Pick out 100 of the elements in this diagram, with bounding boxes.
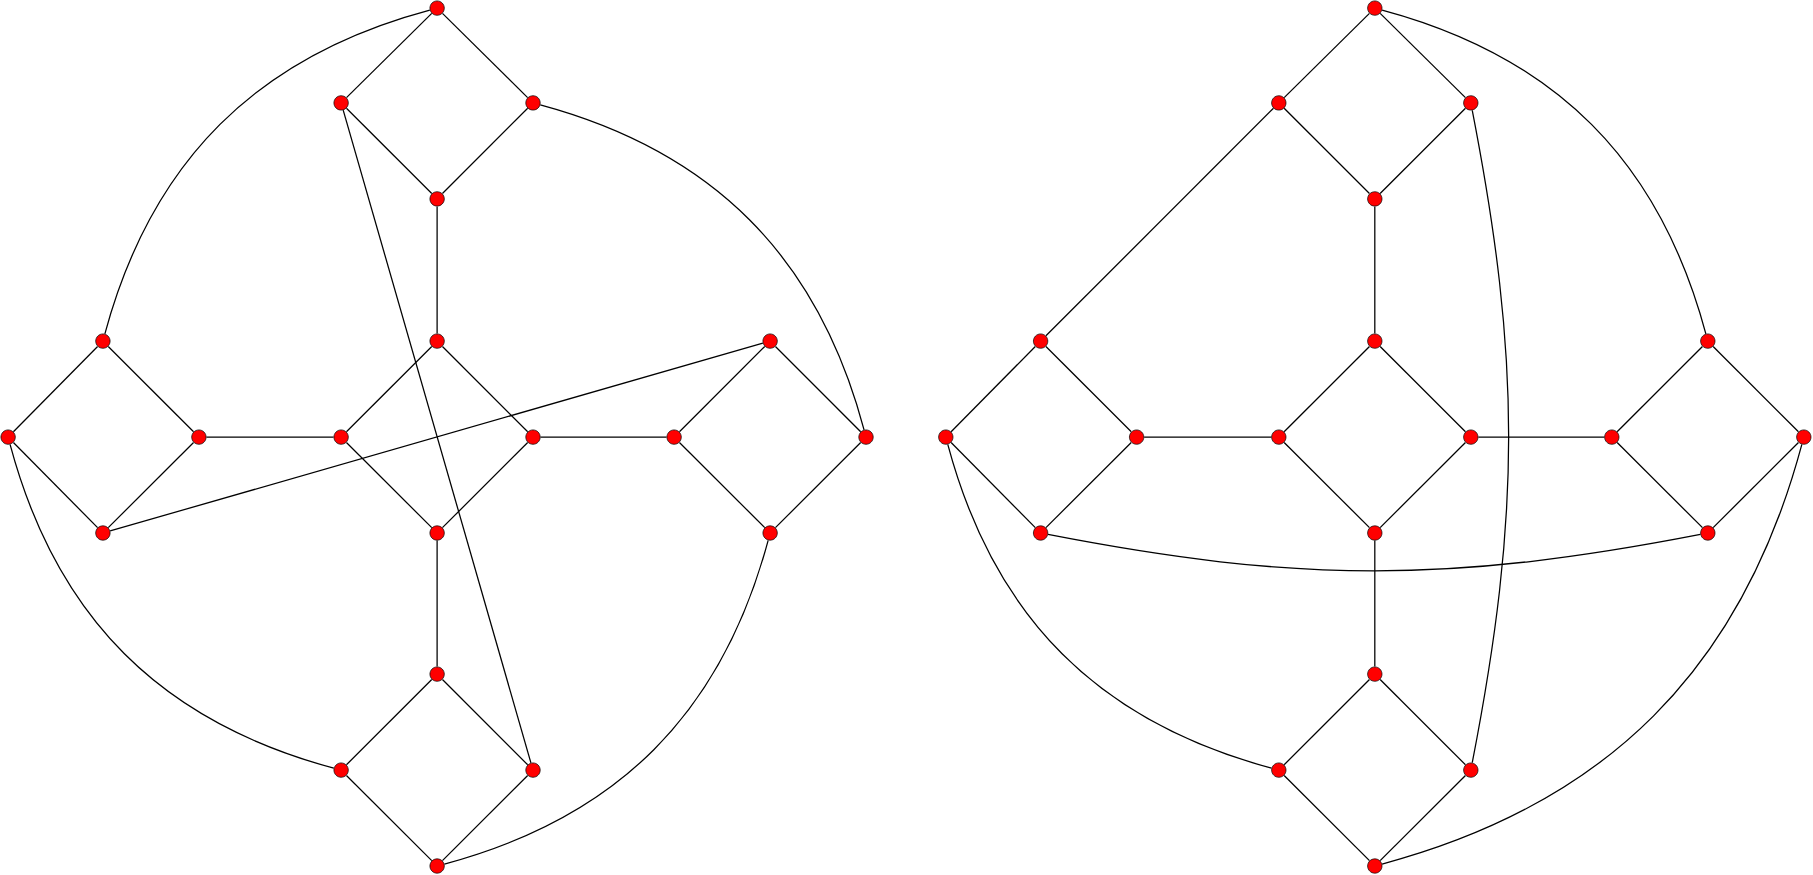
- vertex-dot: [1463, 95, 1479, 111]
- edge-line: [1379, 12, 1467, 99]
- edge-line: [109, 342, 764, 532]
- edge-line: [1374, 205, 1376, 335]
- edge-line: [1045, 345, 1132, 433]
- vertex-dot: [1033, 333, 1049, 349]
- vertex-dot: [1367, 191, 1383, 207]
- edge-line: [107, 345, 195, 433]
- edge-line: [678, 345, 766, 433]
- edge-line: [441, 678, 529, 766]
- edge-line: [950, 441, 1036, 529]
- vertex-dot: [525, 429, 541, 445]
- edge-line: [1379, 441, 1467, 529]
- vertex-dot: [1271, 95, 1287, 111]
- vertex-dot: [1604, 429, 1620, 445]
- vertex-dot: [525, 95, 541, 111]
- vertex-dot: [333, 429, 349, 445]
- edge-line: [345, 774, 433, 862]
- vertex-dot: [1700, 333, 1716, 349]
- edge-line: [1283, 678, 1371, 766]
- edge-line: [1379, 678, 1467, 766]
- edge-line: [1283, 345, 1371, 433]
- edge-line: [441, 441, 529, 529]
- vertex-dot: [333, 762, 349, 778]
- edge-line: [345, 441, 433, 529]
- vertex-dot: [429, 858, 445, 874]
- edge-line: [950, 345, 1036, 433]
- vertex-dot: [762, 333, 778, 349]
- vertex-dot: [1463, 429, 1479, 445]
- vertex-dot: [1129, 429, 1145, 445]
- vertex-dot: [1367, 666, 1383, 682]
- edge-line: [443, 539, 769, 865]
- edge-line: [441, 774, 529, 862]
- vertex-dot: [429, 666, 445, 682]
- edge-line: [1379, 107, 1467, 195]
- edge-line: [1379, 345, 1467, 433]
- edge-line: [678, 441, 766, 529]
- vertex-dot: [666, 429, 682, 445]
- vertex-dot: [858, 429, 874, 445]
- edge-line: [441, 12, 529, 99]
- edge-line: [1283, 441, 1371, 529]
- vertex-dot: [1700, 525, 1716, 541]
- edge-line: [441, 345, 529, 433]
- vertex-dot: [1271, 762, 1287, 778]
- edge-line: [1143, 436, 1272, 438]
- edge-line: [107, 441, 195, 529]
- edge-line: [1045, 441, 1132, 529]
- edge-line: [345, 678, 433, 766]
- vertex-dot: [1271, 429, 1287, 445]
- vertex-dot: [1367, 333, 1383, 349]
- edge-line: [1379, 774, 1467, 862]
- edge-line: [1616, 441, 1704, 529]
- vertex-dot: [429, 333, 445, 349]
- edge-line: [104, 9, 431, 335]
- edge-line: [1283, 12, 1371, 99]
- edge-line: [1045, 107, 1275, 337]
- edge-line: [12, 345, 99, 433]
- vertex-dot: [1463, 762, 1479, 778]
- vertex-dot: [429, 191, 445, 207]
- vertex-dot: [1796, 429, 1812, 445]
- edge-line: [345, 107, 433, 195]
- edge-line: [1712, 441, 1800, 529]
- edge-line: [1047, 533, 1702, 572]
- edge-line: [345, 12, 433, 99]
- edge-line: [205, 436, 335, 438]
- vertex-dot: [191, 429, 207, 445]
- vertex-dot: [938, 429, 954, 445]
- vertex-dot: [95, 525, 111, 541]
- edge-line: [774, 441, 862, 529]
- vertex-dot: [95, 333, 111, 349]
- vertex-dot: [1367, 0, 1383, 16]
- edge-line: [947, 443, 1273, 769]
- edge-line: [436, 539, 438, 668]
- vertex-dot: [1367, 858, 1383, 874]
- edge-line: [1381, 443, 1803, 865]
- vertex-dot: [1367, 525, 1383, 541]
- edge-line: [1616, 345, 1704, 433]
- edge-line: [345, 345, 433, 433]
- vertex-dot: [1033, 525, 1049, 541]
- vertex-dot: [525, 762, 541, 778]
- edge-line: [1381, 9, 1707, 335]
- edge-line: [539, 436, 668, 438]
- vertex-dot: [429, 0, 445, 16]
- edge-line: [441, 107, 529, 195]
- edge-line: [12, 441, 99, 529]
- edge-line: [1283, 107, 1371, 195]
- edge-line: [9, 443, 335, 769]
- edge-line: [1374, 539, 1376, 668]
- edge-line: [342, 109, 532, 764]
- edge-line: [1471, 109, 1510, 764]
- edge-line: [1283, 774, 1371, 862]
- vertex-dot: [762, 525, 778, 541]
- edge-line: [1477, 436, 1605, 438]
- edge-line: [436, 205, 438, 335]
- vertex-dot: [333, 95, 349, 111]
- edge-line: [1712, 345, 1800, 433]
- edge-line: [539, 104, 865, 431]
- vertex-dot: [429, 525, 445, 541]
- edge-line: [774, 345, 862, 433]
- vertex-dot: [0, 429, 16, 445]
